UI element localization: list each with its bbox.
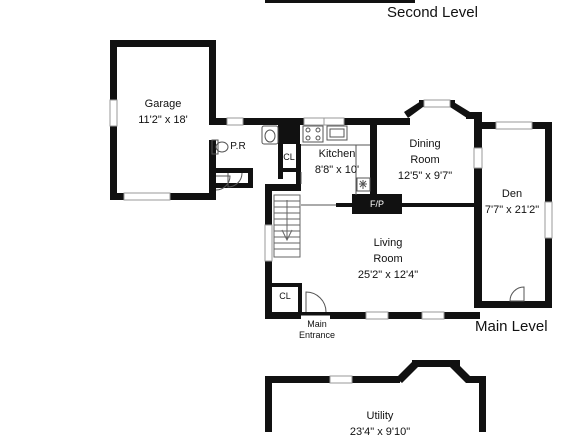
room-name: Den [501,188,523,200]
windows [109,99,553,384]
wall-bay-right [450,101,470,118]
wall-garage-right-upper [209,40,216,120]
main-level-title: Main Level [475,318,548,335]
kitchen-sink-basin [329,128,345,138]
wall-garage-top [110,40,216,47]
wall-bay-left [404,101,423,118]
room-dims: 11'2" x 18' [138,114,188,126]
window-utility [329,375,353,384]
room-dims: 7'7" x 21'2" [484,204,540,216]
wall-dining-living [336,203,476,207]
room-name: Garage [144,98,182,110]
room-label-powder-room: P.R [230,141,246,152]
wall-utility-left [265,376,272,432]
wall-den-left [474,112,482,302]
room-label-den: Den 7'7" x 21'2" [480,186,544,218]
burner-icon [315,127,321,133]
room-label-closet-kitchen: CL [283,152,295,162]
door-hall [227,172,243,188]
room-dims: 12'5" x 9'7" [397,170,453,182]
stair-outline [273,194,301,258]
fixtures [211,125,371,206]
window-kitchen-a [303,117,325,126]
dishwasher [356,177,371,192]
main-entrance-label: Main Entrance [292,319,342,341]
stairs [273,194,301,258]
wall-stair-top [265,184,301,191]
room-name-2: Room [410,154,440,166]
doors [215,172,525,323]
toilet-icon [215,141,229,153]
room-name: Utility [366,410,394,422]
wall-closet-bottom [278,168,300,172]
door-garage [215,175,231,191]
window-living-left [264,224,273,262]
room-label-living: Living Room 25'2" x 12'4" [340,235,436,283]
wall-garage-right-lower [209,140,216,193]
door-main-entrance [305,291,327,313]
room-label-garage: Garage 11'2" x 18' [116,96,210,128]
wall-utility-right [479,376,486,432]
wall-closet-right [296,144,301,184]
burner-icon [315,135,321,141]
room-label-dining: Dining Room 12'5" x 9'7" [390,136,460,184]
room-name-1: Dining [409,138,441,150]
wall-hall-divider [248,168,253,188]
wall-closet-living-side [298,283,302,312]
room-label-closet-living: CL [279,291,291,301]
wall-kitchen-dining [370,118,377,198]
window-living-bottom-b [421,311,445,320]
window-kitchen-b [323,117,345,126]
room-dims: 25'2" x 12'4" [357,269,419,281]
asterisk-icon [359,180,367,189]
wall-utility-bay-top [412,360,460,367]
window-bay [423,99,451,108]
wall-closet-left [278,144,283,179]
window-garage-bottom [123,192,171,201]
entrance-line-1: Main [307,319,327,329]
wall-second-top [265,0,415,3]
room-name-2: Room [373,253,403,265]
wall-chimney-block [278,118,300,144]
fireplace-block [352,194,402,214]
wall-closet-living-top [272,283,302,287]
wall-hall-bottom [209,183,249,188]
toilet-tank [211,139,219,155]
window-garage-left [109,99,118,127]
wall-dining-top-left [377,118,410,125]
window-living-bottom-a [365,311,389,320]
wall-utility-bay-left [396,362,418,383]
sink-icon [264,129,276,143]
window-den-right [544,201,553,239]
entrance-line-2: Entrance [298,330,336,340]
sink-vanity [261,125,279,145]
window-dining-side [473,147,483,169]
burner-icon [305,127,311,133]
room-dims: 8'8" x 10' [314,164,360,176]
window-den-top [495,121,533,130]
room-name-1: Living [373,237,403,249]
fireplace-label: F/P [369,199,384,209]
room-label-utility: Utility 23'4" x 9'10" [330,408,430,440]
kitchen-sink [326,125,348,141]
window-pr [226,117,244,126]
room-dims: 23'4" x 9'10" [349,426,411,438]
room-name: Kitchen [318,148,356,160]
door-den [509,286,525,302]
wall-pr-bottom [209,168,249,173]
second-level-title: Second Level [387,4,478,21]
burner-icon [305,135,311,141]
room-label-kitchen: Kitchen 8'8" x 10' [306,146,368,178]
wall-utility-top-right [466,376,486,383]
stair-arrow-head [281,229,293,242]
wall-den-bottom [474,301,552,308]
stove [302,125,324,143]
